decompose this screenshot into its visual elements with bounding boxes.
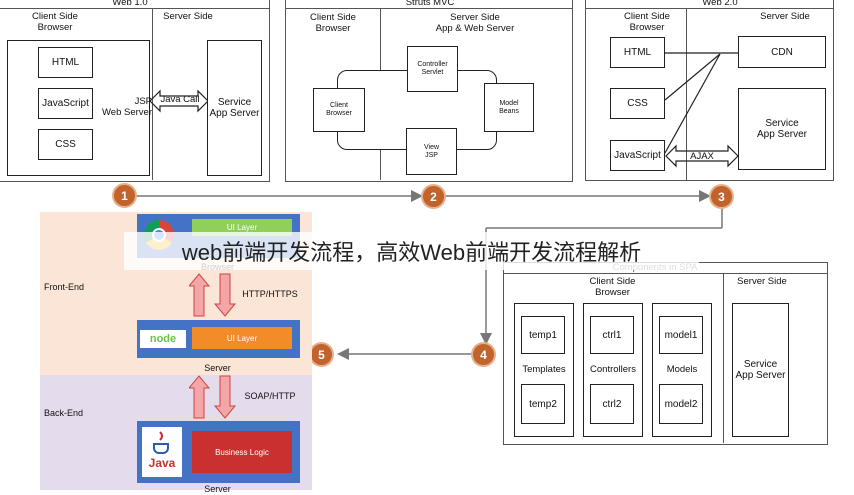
server-label-bottom: Server xyxy=(204,484,231,494)
mvc-view-box: View JSP xyxy=(406,128,457,175)
spa-client-side-label: Client Side Browser xyxy=(589,276,636,298)
web2-service-box: Service App Server xyxy=(738,88,826,170)
mvc-model-label: Model Beans xyxy=(499,99,519,115)
spa-models-label: Models xyxy=(666,364,698,375)
web2-ajax-label: AJAX xyxy=(690,151,714,162)
java-cup-icon xyxy=(153,431,169,454)
web2-title: Web 2.0 xyxy=(702,0,738,8)
http-arrow xyxy=(189,273,237,317)
web1-divider xyxy=(152,8,153,180)
web1-service-label: Service App Server xyxy=(209,97,260,119)
node-logo-icon: node xyxy=(140,330,186,348)
mvc-controller-box: Controller Servlet xyxy=(407,46,458,92)
spa-divider xyxy=(723,273,724,443)
web2-ajax-arrow xyxy=(665,144,739,168)
web1-title: Web 1.0 xyxy=(112,0,148,8)
spa-ctrl1-box: ctrl1 xyxy=(590,316,634,354)
mvc-title-line xyxy=(285,8,573,9)
web2-cdn-box: CDN xyxy=(738,36,826,68)
spa-server-side-label: Server Side xyxy=(737,276,787,287)
web2-javascript-box: JavaScript xyxy=(610,140,665,171)
mvc-client-browser-box: Client Browser xyxy=(313,88,365,132)
mvc-title: Struts MVC xyxy=(405,0,455,8)
java-logo-text: Java xyxy=(148,456,176,470)
spa-model1-box: model1 xyxy=(659,316,703,354)
web2-title-line xyxy=(585,8,834,9)
web2-divider xyxy=(686,8,687,180)
spa-templates-label: Templates xyxy=(522,364,566,375)
web2-css-box: CSS xyxy=(610,88,665,119)
mvc-model-box: Model Beans xyxy=(484,83,534,132)
web1-title-line xyxy=(0,8,270,9)
web1-service-box: Service App Server xyxy=(207,40,262,176)
web2-server-side-label: Server Side xyxy=(760,11,810,22)
mvc-client-browser-label: Client Browser xyxy=(326,102,352,117)
web2-client-side-label: Client Side Browser xyxy=(624,11,670,33)
web2-service-label: Service App Server xyxy=(756,118,808,140)
soap-arrow xyxy=(189,375,237,419)
web1-jsp-label: JSP Web Server xyxy=(102,96,152,118)
ui-layer-top: UI Layer xyxy=(192,219,292,236)
web1-javascript-box: JavaScript xyxy=(38,88,93,119)
ui-layer: UI Layer xyxy=(192,327,292,349)
frontend-label: Front-End xyxy=(44,282,85,292)
spa-service-box: Service App Server xyxy=(732,303,789,437)
spa-temp2-box: temp2 xyxy=(521,384,565,424)
mvc-server-side-label: Server Side App & Web Server xyxy=(435,12,515,34)
spa-model2-box: model2 xyxy=(659,384,703,424)
web2-connectors xyxy=(664,52,738,154)
caption-overlay: web前端开发流程，高效Web前端开发流程解析 xyxy=(124,232,699,270)
step-1-badge: 1 xyxy=(114,185,135,206)
web1-java-call-label: Java Call xyxy=(160,94,200,105)
web1-html-box: HTML xyxy=(38,47,93,78)
step-5-badge: 5 xyxy=(311,344,332,365)
server-label-top: Server xyxy=(204,363,231,373)
spa-temp1-box: temp1 xyxy=(521,316,565,354)
spa-title-line xyxy=(503,273,828,274)
spa-controllers-label: Controllers xyxy=(590,364,636,375)
web1-server-side-label: Server Side xyxy=(163,11,213,22)
step-2-badge: 2 xyxy=(423,186,444,207)
http-label: HTTP/HTTPS xyxy=(242,289,298,299)
spa-ctrl2-box: ctrl2 xyxy=(590,384,634,424)
web2-html-box: HTML xyxy=(610,37,665,68)
web1-css-box: CSS xyxy=(38,129,93,160)
web1-client-side-label: Client Side Browser xyxy=(32,11,78,33)
mvc-client-side-label: Client Side Browser xyxy=(310,12,356,34)
mvc-view-label: View JSP xyxy=(423,143,440,159)
business-logic-layer: Business Logic xyxy=(192,431,292,473)
spa-service-label: Service App Server xyxy=(735,359,786,381)
step-4-badge: 4 xyxy=(473,344,494,365)
backend-label: Back-End xyxy=(44,408,84,418)
step-3-badge: 3 xyxy=(711,186,732,207)
soap-label: SOAP/HTTP xyxy=(244,391,296,401)
mvc-controller-label: Controller Servlet xyxy=(417,61,448,76)
